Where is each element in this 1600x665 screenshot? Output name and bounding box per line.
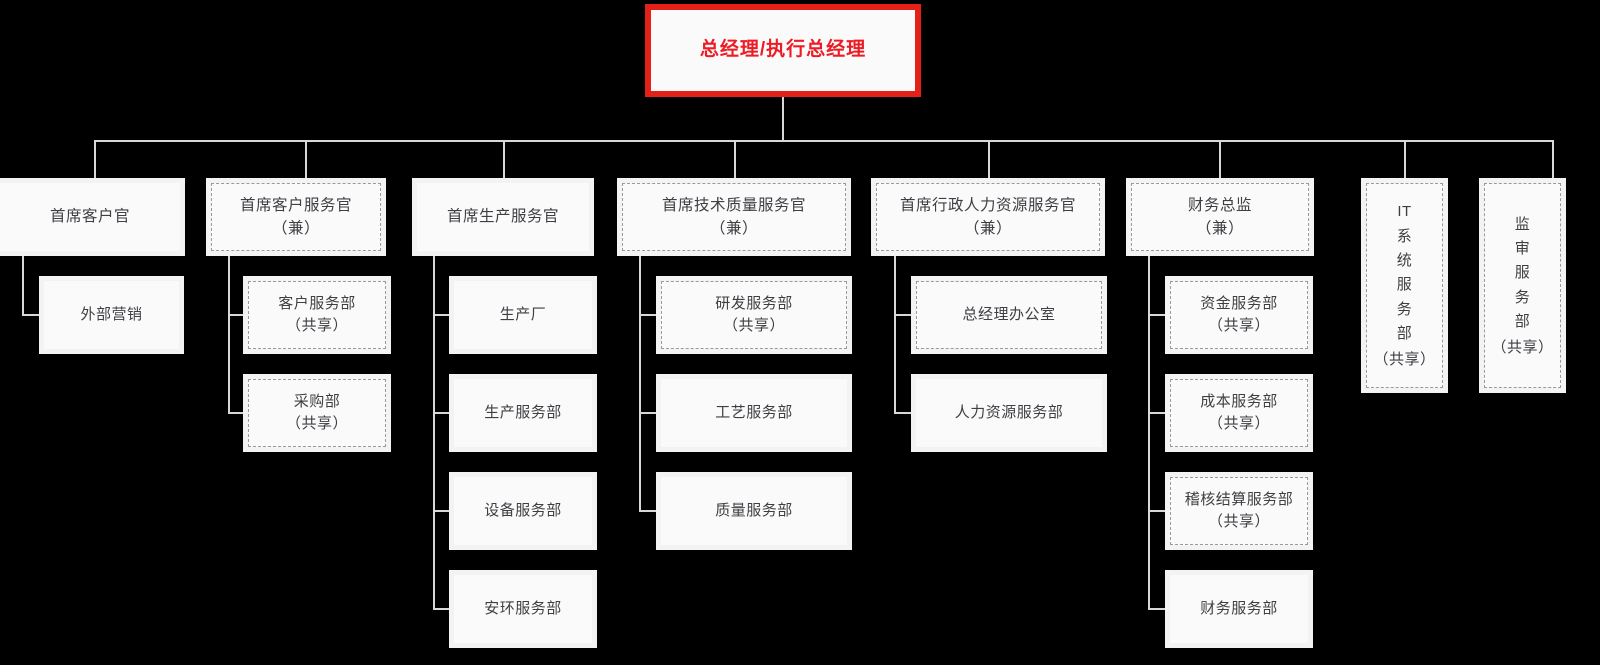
connector-drop-2	[305, 140, 307, 178]
node-finance-director-label: 财务总监 （兼）	[1131, 183, 1309, 251]
connector-drop-4	[734, 140, 736, 178]
node-finance-service-dept[interactable]: 财务服务部	[1165, 570, 1313, 648]
node-gm-office-label: 总经理办公室	[916, 281, 1102, 349]
connector-stub-col2-child2	[228, 412, 244, 414]
connector-bus	[94, 140, 1554, 142]
node-equipment-service-dept[interactable]: 设备服务部	[449, 472, 597, 550]
node-root-label: 总经理/执行总经理	[651, 10, 915, 91]
connector-drop-5	[988, 140, 990, 178]
connector-stub-col4-child2	[639, 412, 657, 414]
connector-stub-col5-child1	[894, 314, 912, 316]
connector-trunk-col6	[1148, 256, 1150, 610]
node-admin-hr-officer-label: 首席行政人力资源服务官 （兼）	[876, 183, 1100, 251]
node-safety-environment-dept[interactable]: 安环服务部	[449, 570, 597, 648]
node-production-service-dept[interactable]: 生产服务部	[449, 374, 597, 452]
node-external-marketing[interactable]: 外部营销	[39, 276, 184, 354]
node-admin-hr-officer[interactable]: 首席行政人力资源服务官 （兼）	[871, 178, 1105, 256]
connector-stub-col6-child4	[1148, 608, 1166, 610]
node-it-system-dept-label: IT 系 统 服 务 部 （共享）	[1366, 183, 1443, 388]
node-funds-service-dept-label: 资金服务部 （共享）	[1170, 281, 1308, 349]
node-quality-service-dept-label: 质量服务部	[661, 477, 847, 545]
connector-drop-1	[94, 140, 96, 178]
node-finance-director[interactable]: 财务总监 （兼）	[1126, 178, 1314, 256]
node-it-system-dept[interactable]: IT 系 统 服 务 部 （共享）	[1361, 178, 1448, 393]
node-production-plant[interactable]: 生产厂	[449, 276, 597, 354]
node-cost-service-dept-label: 成本服务部 （共享）	[1170, 379, 1308, 447]
node-customer-service-officer-label: 首席客户服务官 （兼）	[211, 183, 381, 251]
connector-stub-col6-child3	[1148, 510, 1166, 512]
node-quality-service-dept[interactable]: 质量服务部	[656, 472, 852, 550]
connector-stub-col6-child1	[1148, 314, 1166, 316]
node-process-service-dept[interactable]: 工艺服务部	[656, 374, 852, 452]
connector-trunk-col1	[22, 256, 24, 316]
node-audit-dept[interactable]: 监 审 服 务 部 （共享）	[1479, 178, 1566, 393]
connector-trunk-col4	[639, 256, 641, 512]
connector-stub-col5-child2	[894, 412, 912, 414]
node-external-marketing-label: 外部营销	[44, 281, 179, 349]
connector-stub-col6-child2	[1148, 412, 1166, 414]
connector-stub-col1-child1	[22, 314, 40, 316]
connector-drop-3	[503, 140, 505, 178]
connector-stub-col4-child1	[639, 314, 657, 316]
connector-drop-8	[1552, 140, 1554, 178]
node-customer-service-officer[interactable]: 首席客户服务官 （兼）	[206, 178, 386, 256]
node-funds-service-dept[interactable]: 资金服务部 （共享）	[1165, 276, 1313, 354]
connector-stub-col3-child3	[433, 510, 450, 512]
node-rd-service-dept-label: 研发服务部 （共享）	[661, 281, 847, 349]
node-hr-service-dept-label: 人力资源服务部	[916, 379, 1102, 447]
node-root-general-manager[interactable]: 总经理/执行总经理	[645, 4, 921, 97]
node-customer-service-dept-label: 客户服务部 （共享）	[248, 281, 386, 349]
connector-trunk-col2	[228, 256, 230, 414]
node-procurement-dept-label: 采购部 （共享）	[248, 379, 386, 447]
connector-trunk-col5	[894, 256, 896, 414]
node-process-service-dept-label: 工艺服务部	[661, 379, 847, 447]
node-audit-settlement-service-dept-label: 稽核结算服务部 （共享）	[1170, 477, 1308, 545]
node-procurement-dept[interactable]: 采购部 （共享）	[243, 374, 391, 452]
node-cost-service-dept[interactable]: 成本服务部 （共享）	[1165, 374, 1313, 452]
connector-stub-col4-child3	[639, 510, 657, 512]
node-audit-settlement-service-dept[interactable]: 稽核结算服务部 （共享）	[1165, 472, 1313, 550]
node-equipment-service-dept-label: 设备服务部	[454, 477, 592, 545]
node-gm-office[interactable]: 总经理办公室	[911, 276, 1107, 354]
connector-stub-col3-child2	[433, 412, 450, 414]
connector-stub-col3-child4	[433, 608, 450, 610]
node-rd-service-dept[interactable]: 研发服务部 （共享）	[656, 276, 852, 354]
node-production-officer[interactable]: 首席生产服务官	[412, 178, 594, 256]
connector-stub-col3-child1	[433, 314, 450, 316]
node-safety-environment-dept-label: 安环服务部	[454, 575, 592, 643]
node-production-plant-label: 生产厂	[454, 281, 592, 349]
node-technology-quality-officer-label: 首席技术质量服务官 （兼）	[622, 183, 846, 251]
node-production-service-dept-label: 生产服务部	[454, 379, 592, 447]
connector-drop-6	[1219, 140, 1221, 178]
node-finance-service-dept-label: 财务服务部	[1170, 575, 1308, 643]
connector-root-stem	[782, 97, 784, 141]
connector-drop-7	[1404, 140, 1406, 178]
connector-trunk-col3	[433, 256, 435, 610]
node-customer-officer-label: 首席客户官	[0, 183, 180, 251]
node-customer-service-dept[interactable]: 客户服务部 （共享）	[243, 276, 391, 354]
node-production-officer-label: 首席生产服务官	[417, 183, 589, 251]
node-audit-dept-label: 监 审 服 务 部 （共享）	[1484, 183, 1561, 388]
connector-stub-col2-child1	[228, 314, 244, 316]
node-hr-service-dept[interactable]: 人力资源服务部	[911, 374, 1107, 452]
node-customer-officer[interactable]: 首席客户官	[0, 178, 185, 256]
node-technology-quality-officer[interactable]: 首席技术质量服务官 （兼）	[617, 178, 851, 256]
